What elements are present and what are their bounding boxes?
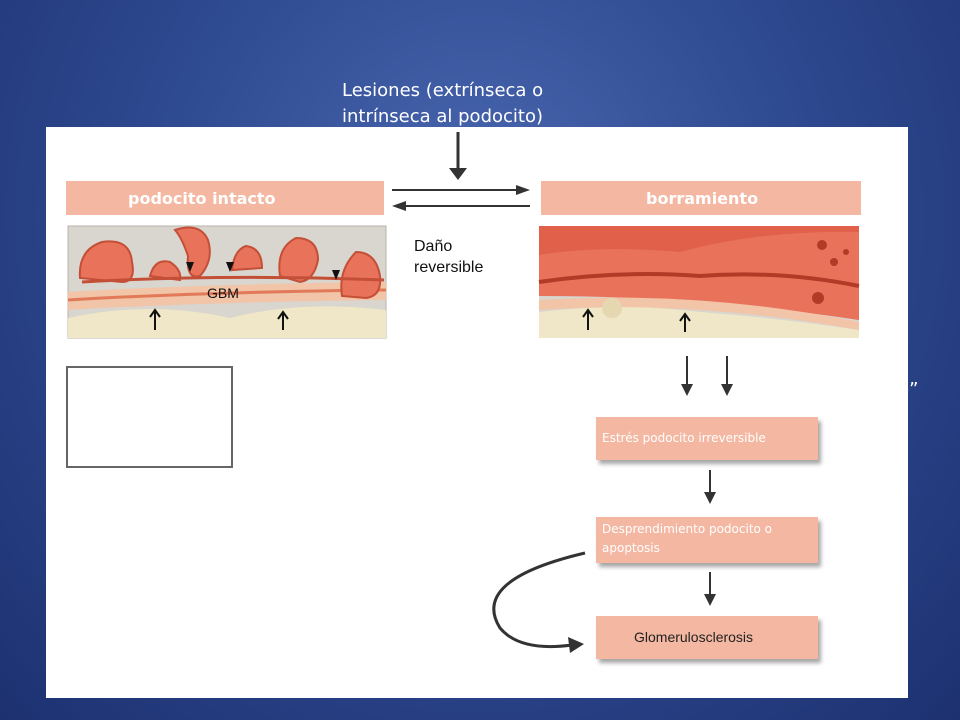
step-irreversible-stress: Estrés podocito irreversible xyxy=(596,417,818,460)
title-line-1: Lesiones (extrínseca o xyxy=(342,80,544,101)
state-label-intact: podocito intacto xyxy=(128,188,276,208)
reversible-arrows xyxy=(392,185,530,211)
slide-title: Lesiones (extrínseca o intrínseca al pod… xyxy=(342,78,642,130)
state-bar-effaced: borramiento xyxy=(541,181,861,215)
injury-arrow xyxy=(449,132,467,180)
progression-arrows xyxy=(681,356,733,396)
step-detachment: Desprendimiento podocito o apoptosis xyxy=(596,517,818,563)
state-bar-intact: podocito intacto xyxy=(66,181,384,215)
effaced-podocyte-illustration xyxy=(538,226,860,338)
legend-box xyxy=(66,366,233,468)
step-detachment-line-1: Desprendimiento podocito o xyxy=(602,522,773,536)
gbm-label: GBM xyxy=(207,285,239,301)
step-arrows xyxy=(704,470,716,606)
step-glomerulosclerosis: Glomerulosclerosis xyxy=(596,616,818,659)
feedback-arrow xyxy=(492,551,586,653)
step-glomerulosclerosis-label: Glomerulosclerosis xyxy=(634,629,754,645)
note-line-2: reversible xyxy=(414,259,484,276)
note-line-1: Daño xyxy=(414,238,453,255)
step-detachment-line-2: apoptosis xyxy=(602,541,660,555)
reversible-damage-note: Daño reversible xyxy=(414,236,483,278)
step-irreversible-stress-label: Estrés podocito irreversible xyxy=(602,431,766,445)
intact-podocyte-illustration xyxy=(67,225,387,339)
title-line-2: intrínseca al podocito) xyxy=(342,106,543,127)
state-label-effaced: borramiento xyxy=(646,188,759,208)
